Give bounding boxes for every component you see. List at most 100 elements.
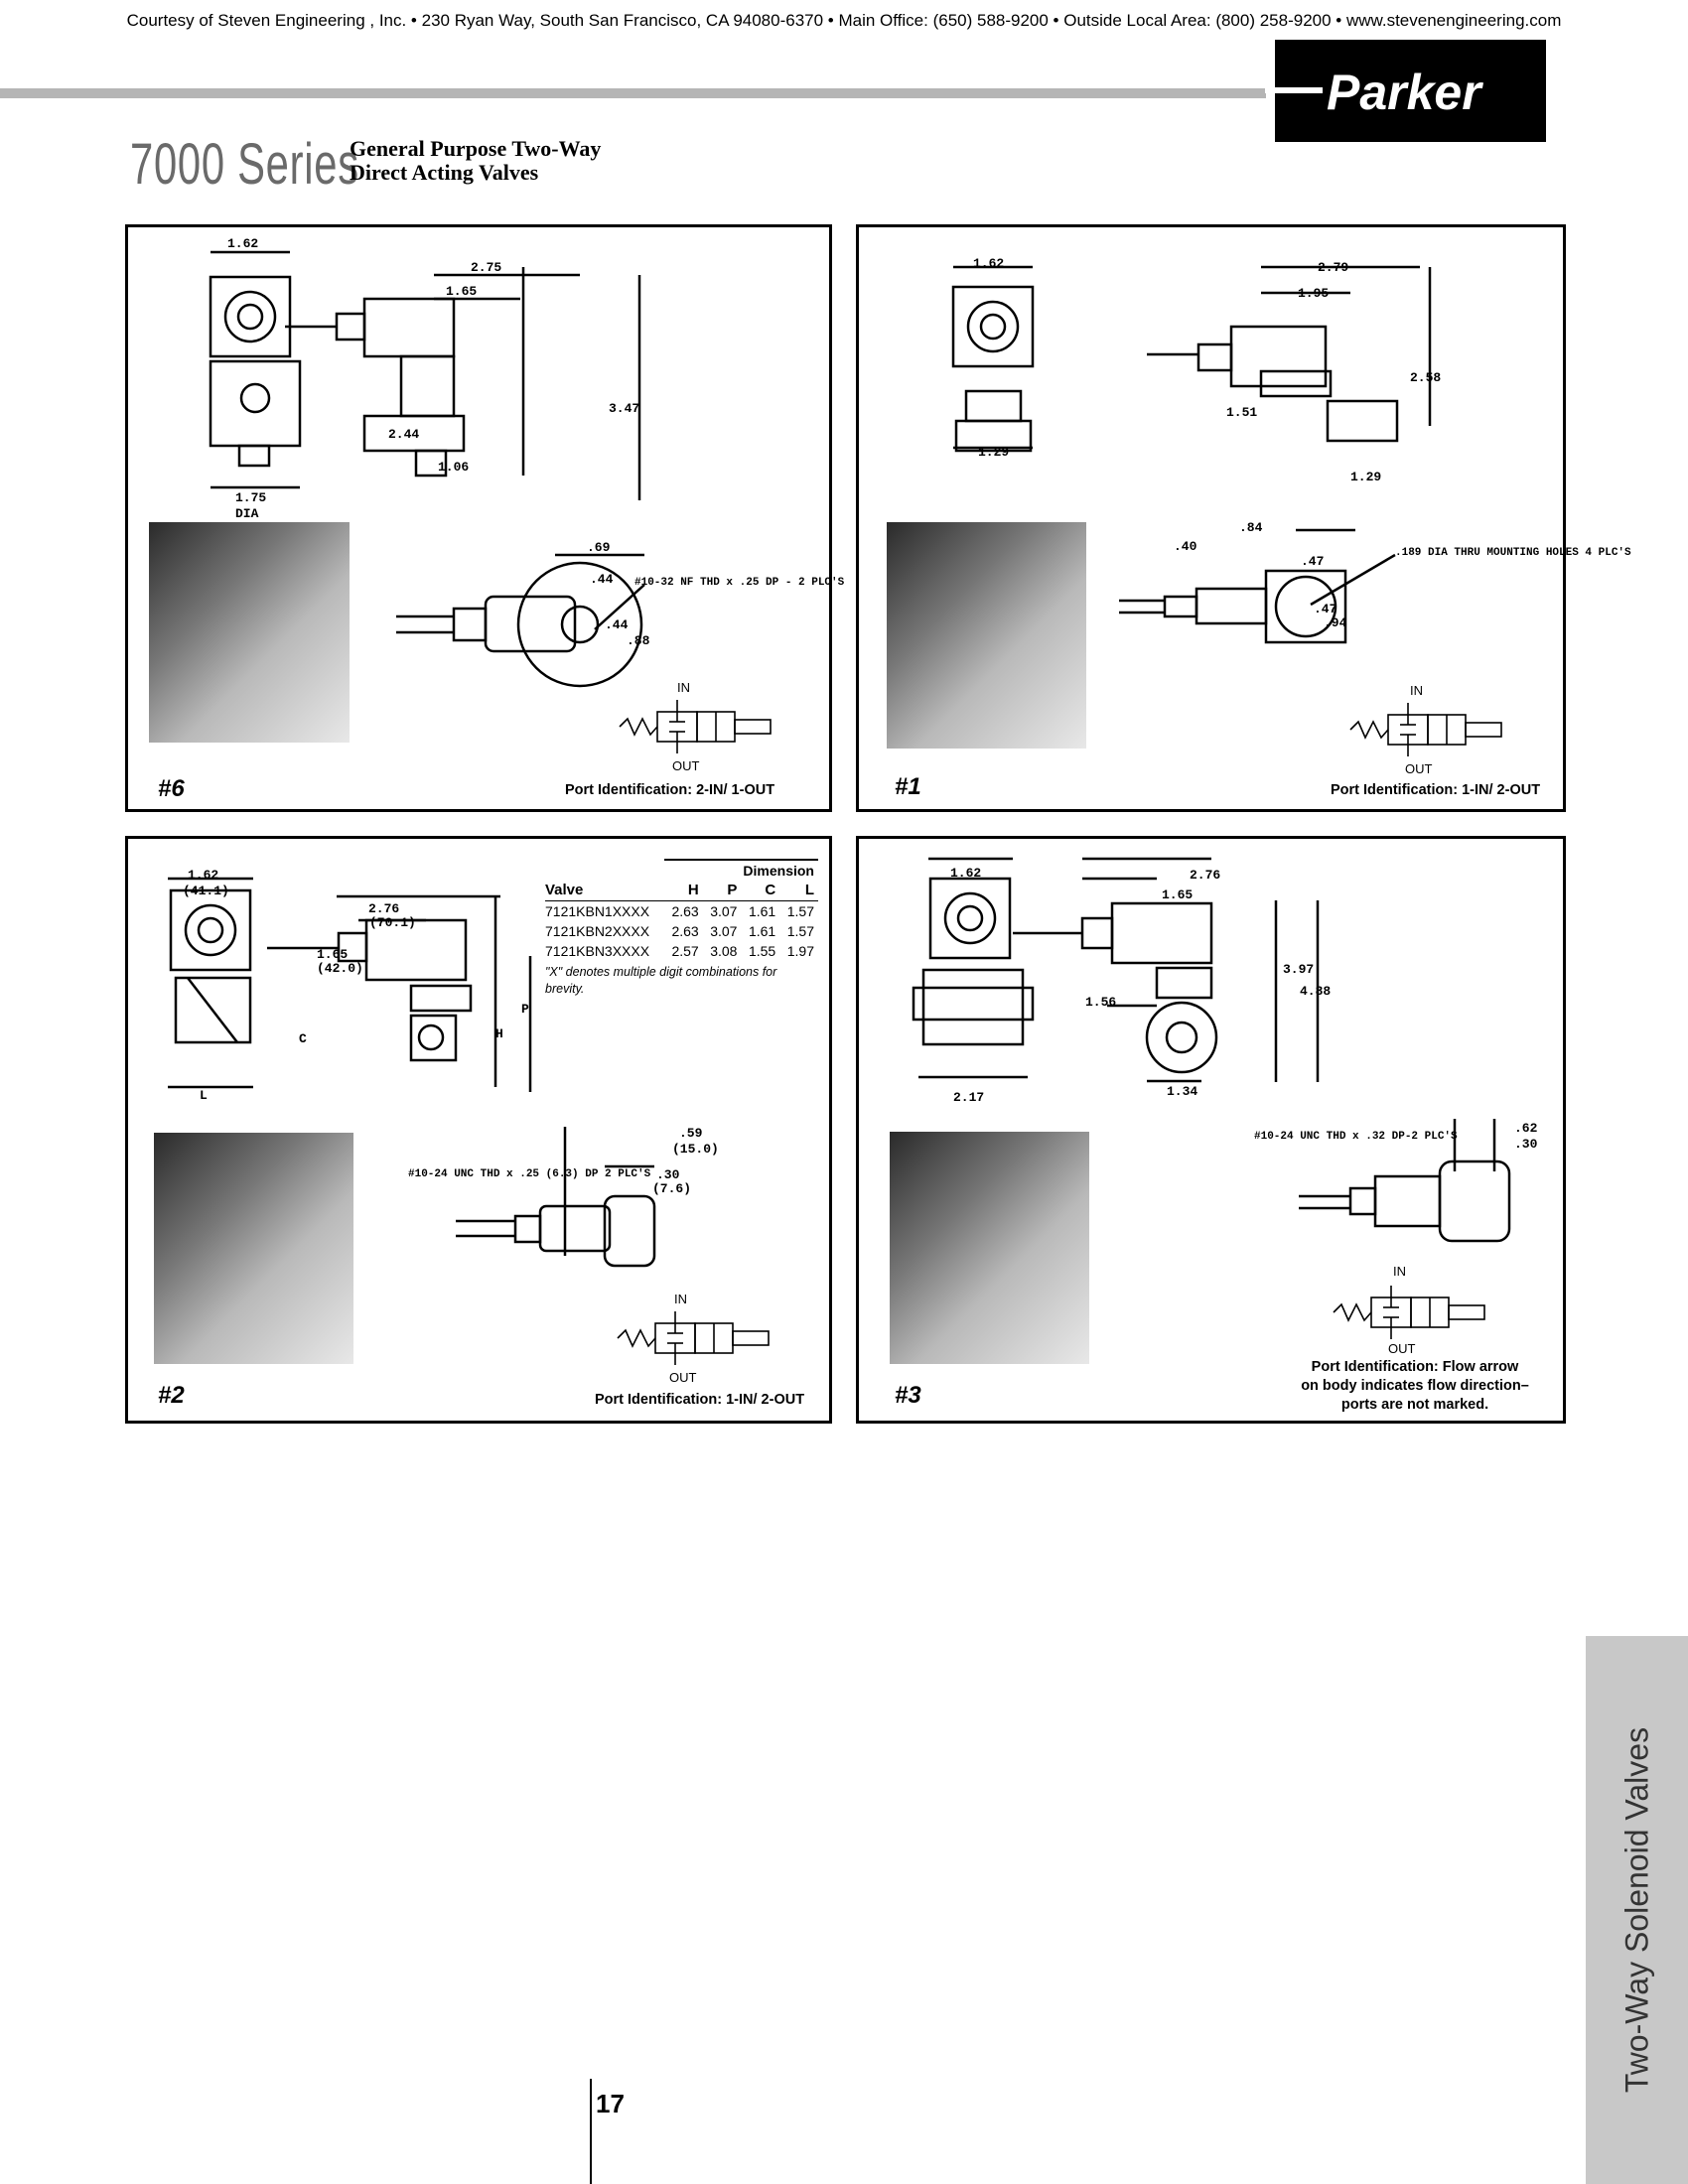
col-header-l: L xyxy=(779,881,818,901)
symbol-out-label: OUT xyxy=(672,758,700,773)
svg-text:P: P xyxy=(521,1002,529,1017)
svg-text:1.65: 1.65 xyxy=(317,947,348,962)
dimension-group-header: Dimension xyxy=(663,859,818,881)
svg-text:Parker: Parker xyxy=(1327,65,1483,120)
svg-text:1.75: 1.75 xyxy=(235,490,266,505)
symbol-in-label: IN xyxy=(677,680,690,695)
svg-text:2.44: 2.44 xyxy=(388,427,419,442)
valve-2-photo xyxy=(154,1133,353,1364)
table-row: 7121KBN1XXXX 2.63 3.07 1.61 1.57 xyxy=(545,903,814,919)
symbol-out-label: OUT xyxy=(1388,1341,1416,1356)
svg-text:1.29: 1.29 xyxy=(1350,470,1381,484)
section-side-tab: Two-Way Solenoid Valves xyxy=(1586,1636,1688,2184)
col-header-h: H xyxy=(663,881,703,901)
svg-text:(70.1): (70.1) xyxy=(369,915,416,930)
port-identification: Port Identification: Flow arrow on body … xyxy=(1276,1358,1554,1415)
symbol-out-label: OUT xyxy=(669,1370,697,1385)
dimension-table: Dimension Valve H P C L 7121KBN1XXXX 2.6… xyxy=(545,859,818,961)
svg-text:.94: .94 xyxy=(1324,615,1347,630)
figure-number: #3 xyxy=(895,1382,921,1409)
svg-text:2.76: 2.76 xyxy=(1190,868,1220,883)
section-side-tab-label: Two-Way Solenoid Valves xyxy=(1618,1726,1654,2094)
port-identification: Port Identification: 2-IN/ 1-OUT xyxy=(565,782,775,798)
svg-text:(7.6): (7.6) xyxy=(652,1181,691,1196)
svg-text:.88: .88 xyxy=(627,633,650,648)
svg-text:.47: .47 xyxy=(1301,554,1324,569)
svg-text:1.95: 1.95 xyxy=(1298,286,1329,301)
subtitle-line-1: General Purpose Two-Way xyxy=(350,136,602,161)
valve-1-drawing: 1.62 2.79 1.95 2.58 1.51 1.29 1.29 .40 .… xyxy=(951,256,1631,756)
svg-text:.30: .30 xyxy=(656,1167,680,1182)
series-title: 7000 Series xyxy=(130,132,359,197)
svg-text:1.65: 1.65 xyxy=(446,284,477,299)
svg-text:1.62: 1.62 xyxy=(227,236,258,251)
svg-text:1.34: 1.34 xyxy=(1167,1084,1197,1099)
svg-text:.189 DIA THRU MOUNTING HOLES 4: .189 DIA THRU MOUNTING HOLES 4 PLC'S xyxy=(1395,547,1631,559)
table-row: 7121KBN2XXXX 2.63 3.07 1.61 1.57 xyxy=(545,923,814,939)
svg-text:.59: .59 xyxy=(679,1126,703,1141)
valve-3-drawing: 1.62 2.76 1.65 3.97 4.88 1.56 2.17 1.34 … xyxy=(912,857,1538,1339)
figure-number: #1 xyxy=(895,773,921,800)
valve-panel-3: 1.62 2.76 1.65 3.97 4.88 1.56 2.17 1.34 … xyxy=(856,836,1566,1424)
svg-text:(15.0): (15.0) xyxy=(672,1142,719,1157)
svg-text:1.62: 1.62 xyxy=(188,868,218,883)
svg-text:1.65: 1.65 xyxy=(1162,887,1193,902)
valve-2-drawing: 1.62 (41.1) 2.76 (70.1) 1.65 (42.0) H P … xyxy=(168,868,770,1365)
valve-panel-6: 1.62 1.75 DIA 2.75 1.65 3.47 2.44 1.06 .… xyxy=(125,224,845,812)
svg-text:H: H xyxy=(495,1026,503,1041)
port-identification-line: Port Identification: Flow arrow xyxy=(1311,1359,1519,1375)
svg-text:1.06: 1.06 xyxy=(438,460,469,475)
figure-number: #6 xyxy=(158,775,185,802)
svg-text:3.97: 3.97 xyxy=(1283,962,1314,977)
svg-text:.30: .30 xyxy=(1514,1137,1538,1152)
svg-text:2.76: 2.76 xyxy=(368,901,399,916)
svg-text:(42.0): (42.0) xyxy=(317,961,363,976)
valve-panel-1: 1.62 2.79 1.95 2.58 1.51 1.29 1.29 .40 .… xyxy=(856,224,1631,812)
parker-logo: Parker xyxy=(1265,40,1546,142)
page-subtitle: General Purpose Two-Way Direct Acting Va… xyxy=(350,137,601,185)
figure-number: #2 xyxy=(158,1382,185,1409)
svg-text:#10-24 UNC THD x .25 (6.3) DP: #10-24 UNC THD x .25 (6.3) DP 2 PLC'S xyxy=(408,1168,651,1180)
svg-text:(41.1): (41.1) xyxy=(183,884,229,898)
svg-text:L: L xyxy=(200,1088,208,1103)
svg-text:2.79: 2.79 xyxy=(1318,260,1348,275)
subtitle-line-2: Direct Acting Valves xyxy=(350,160,539,185)
valve-1-photo xyxy=(887,522,1086,749)
svg-text:2.75: 2.75 xyxy=(471,260,501,275)
col-header-valve: Valve xyxy=(545,881,664,901)
port-identification: Port Identification: 1-IN/ 2-OUT xyxy=(1331,782,1541,798)
svg-text:#10-32 NF THD x .25 DP - 2 PLC: #10-32 NF THD x .25 DP - 2 PLC'S xyxy=(634,577,845,589)
port-identification-line: ports are not marked. xyxy=(1340,1397,1489,1413)
valve-panel-2: 1.62 (41.1) 2.76 (70.1) 1.65 (42.0) H P … xyxy=(125,836,832,1424)
svg-text:3.47: 3.47 xyxy=(609,401,639,416)
valve-6-drawing: 1.62 1.75 DIA 2.75 1.65 3.47 2.44 1.06 .… xyxy=(209,236,845,753)
svg-text:2.58: 2.58 xyxy=(1410,370,1441,385)
table-row: 7121KBN3XXXX 2.57 3.08 1.55 1.97 xyxy=(545,943,814,959)
svg-text:.84: .84 xyxy=(1239,520,1263,535)
header-rule xyxy=(0,88,1266,98)
col-header-c: C xyxy=(741,881,780,901)
svg-text:.69: .69 xyxy=(587,540,611,555)
symbol-in-label: IN xyxy=(674,1292,687,1306)
valve-3-photo xyxy=(890,1132,1089,1364)
symbol-in-label: IN xyxy=(1393,1264,1406,1279)
svg-text:DIA: DIA xyxy=(235,506,259,521)
svg-text:1.51: 1.51 xyxy=(1226,405,1257,420)
port-identification: Port Identification: 1-IN/ 2-OUT xyxy=(595,1392,805,1408)
svg-text:4.88: 4.88 xyxy=(1300,984,1331,999)
dimension-table-note: "X" denotes multiple digit combinations … xyxy=(545,965,777,996)
valve-6-photo xyxy=(149,522,350,743)
symbol-in-label: IN xyxy=(1410,683,1423,698)
svg-text:#10-24 UNC THD x .32 DP-2 PLC': #10-24 UNC THD x .32 DP-2 PLC'S xyxy=(1254,1131,1458,1143)
svg-text:.47: .47 xyxy=(1314,602,1336,616)
svg-text:.62: .62 xyxy=(1514,1121,1538,1136)
symbol-out-label: OUT xyxy=(1405,761,1433,776)
svg-text:2.17: 2.17 xyxy=(953,1090,984,1105)
svg-text:C: C xyxy=(299,1031,307,1046)
svg-text:.44: .44 xyxy=(605,617,629,632)
svg-text:1.62: 1.62 xyxy=(950,866,981,881)
page-number: 17 xyxy=(596,2089,625,2118)
svg-text:.44: .44 xyxy=(590,572,614,587)
col-header-p: P xyxy=(702,881,742,901)
svg-text:.40: .40 xyxy=(1174,539,1197,554)
